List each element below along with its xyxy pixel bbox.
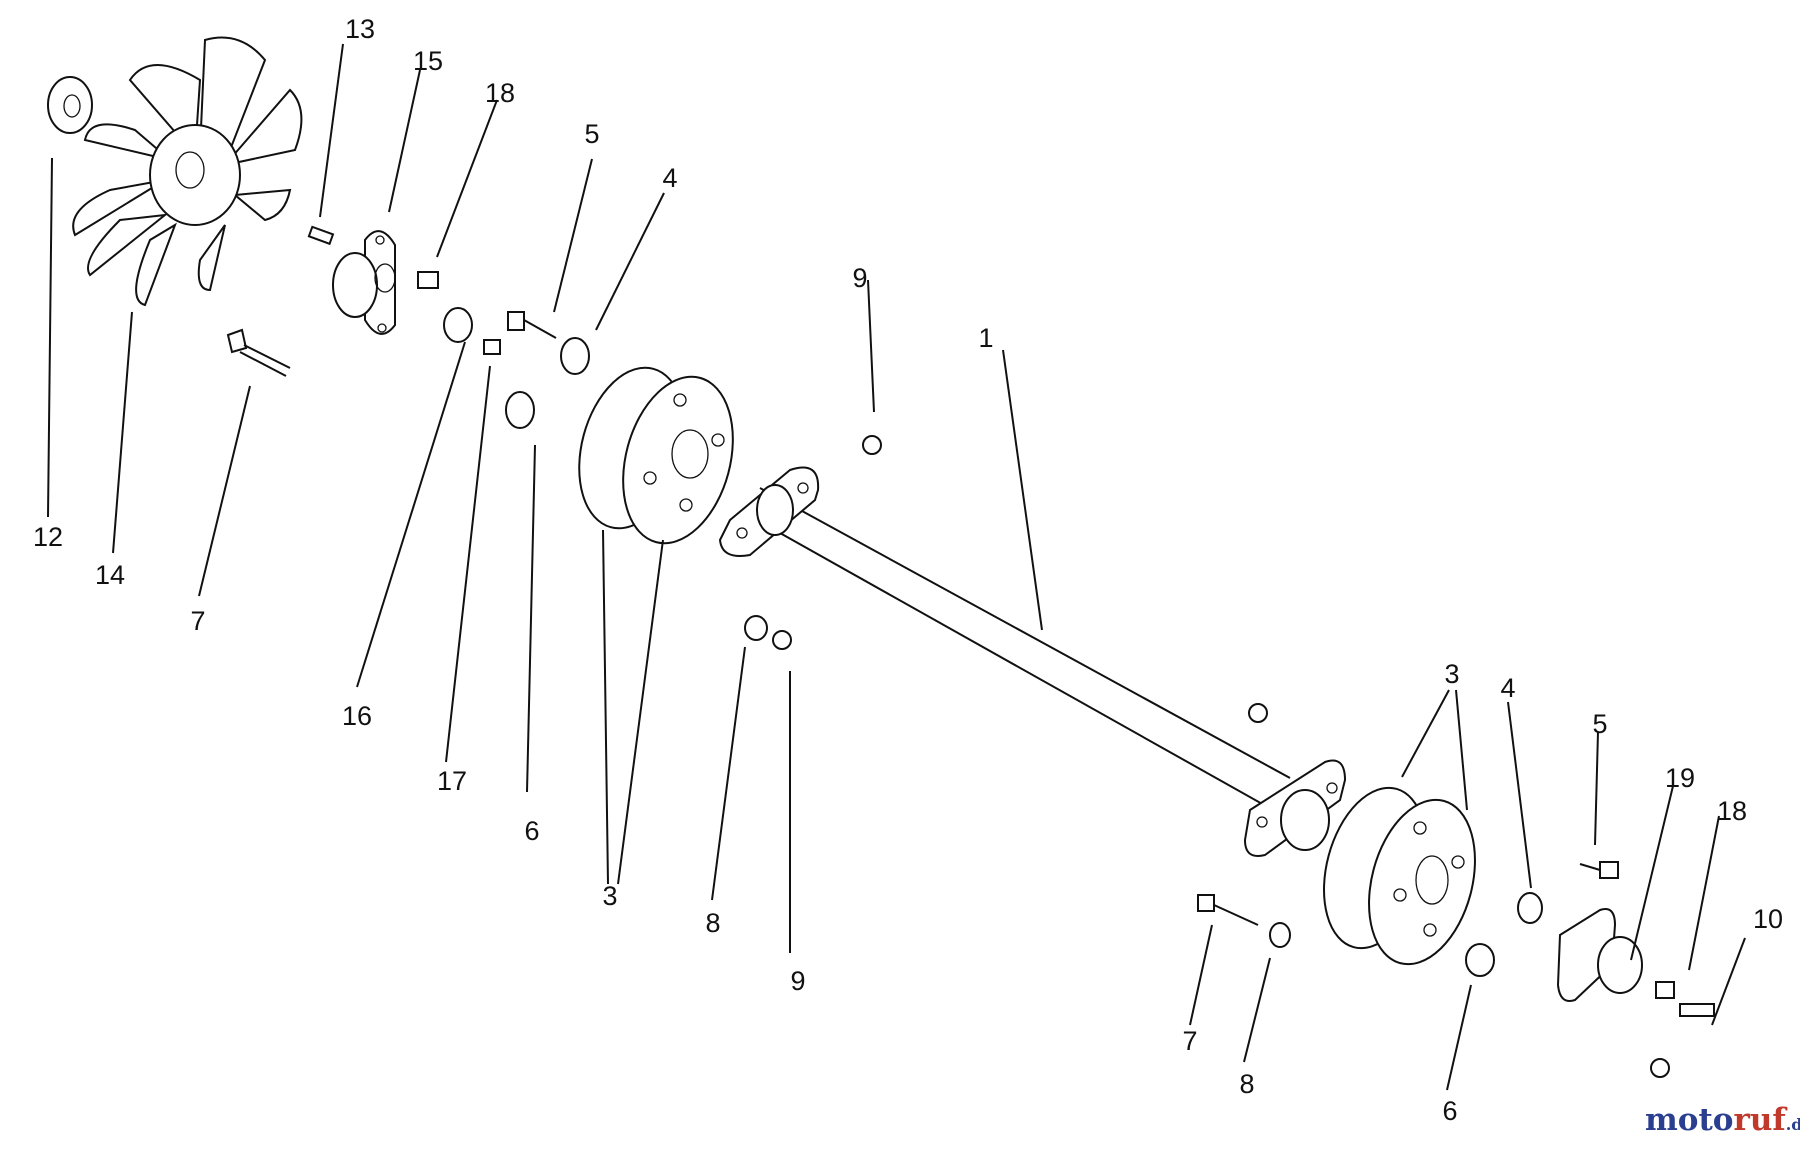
callout-5-right: 5 xyxy=(1592,709,1607,739)
callout-labels: 1 3 3 4 4 5 5 6 6 7 7 8 8 9 9 10 12 13 1… xyxy=(33,14,1783,1126)
key-13 xyxy=(307,225,335,246)
callout-18-left: 18 xyxy=(485,78,515,108)
right-hardware xyxy=(1197,703,1715,1078)
callout-16: 16 xyxy=(342,701,372,731)
callout-7-right: 7 xyxy=(1182,1026,1197,1056)
right-shaft-flange xyxy=(1243,759,1347,857)
leader-lines xyxy=(47,43,1746,1091)
callout-13: 13 xyxy=(345,14,375,44)
right-pulley-pair xyxy=(1323,786,1476,966)
left-bearing-housing xyxy=(332,230,396,335)
callout-8-right: 8 xyxy=(1239,1069,1254,1099)
callout-15: 15 xyxy=(413,46,443,76)
left-hardware xyxy=(226,271,882,650)
callout-9-bottom: 9 xyxy=(790,966,805,996)
callout-4-right: 4 xyxy=(1500,673,1515,703)
callout-18-right: 18 xyxy=(1717,796,1747,826)
fan-blades xyxy=(72,36,303,307)
callout-3-right: 3 xyxy=(1444,659,1459,689)
callout-5-left: 5 xyxy=(584,119,599,149)
callout-10: 10 xyxy=(1753,904,1783,934)
callout-6-right: 6 xyxy=(1442,1096,1457,1126)
callout-3-left: 3 xyxy=(602,881,617,911)
shaft xyxy=(759,487,1306,829)
fan-washer xyxy=(47,76,93,134)
watermark-logo: motoruf.de xyxy=(1645,1102,1800,1138)
callout-19: 19 xyxy=(1665,763,1695,793)
callout-6-left: 6 xyxy=(524,816,539,846)
callout-8-left: 8 xyxy=(705,908,720,938)
left-pulley-pair xyxy=(578,366,734,545)
callout-7-left: 7 xyxy=(190,606,205,636)
callout-1: 1 xyxy=(978,323,993,353)
callout-9-top: 9 xyxy=(852,263,867,293)
left-shaft-flange xyxy=(718,466,820,557)
callout-12: 12 xyxy=(33,522,63,552)
callout-17: 17 xyxy=(437,766,467,796)
callout-4-left: 4 xyxy=(662,163,677,193)
callout-14: 14 xyxy=(95,560,125,590)
